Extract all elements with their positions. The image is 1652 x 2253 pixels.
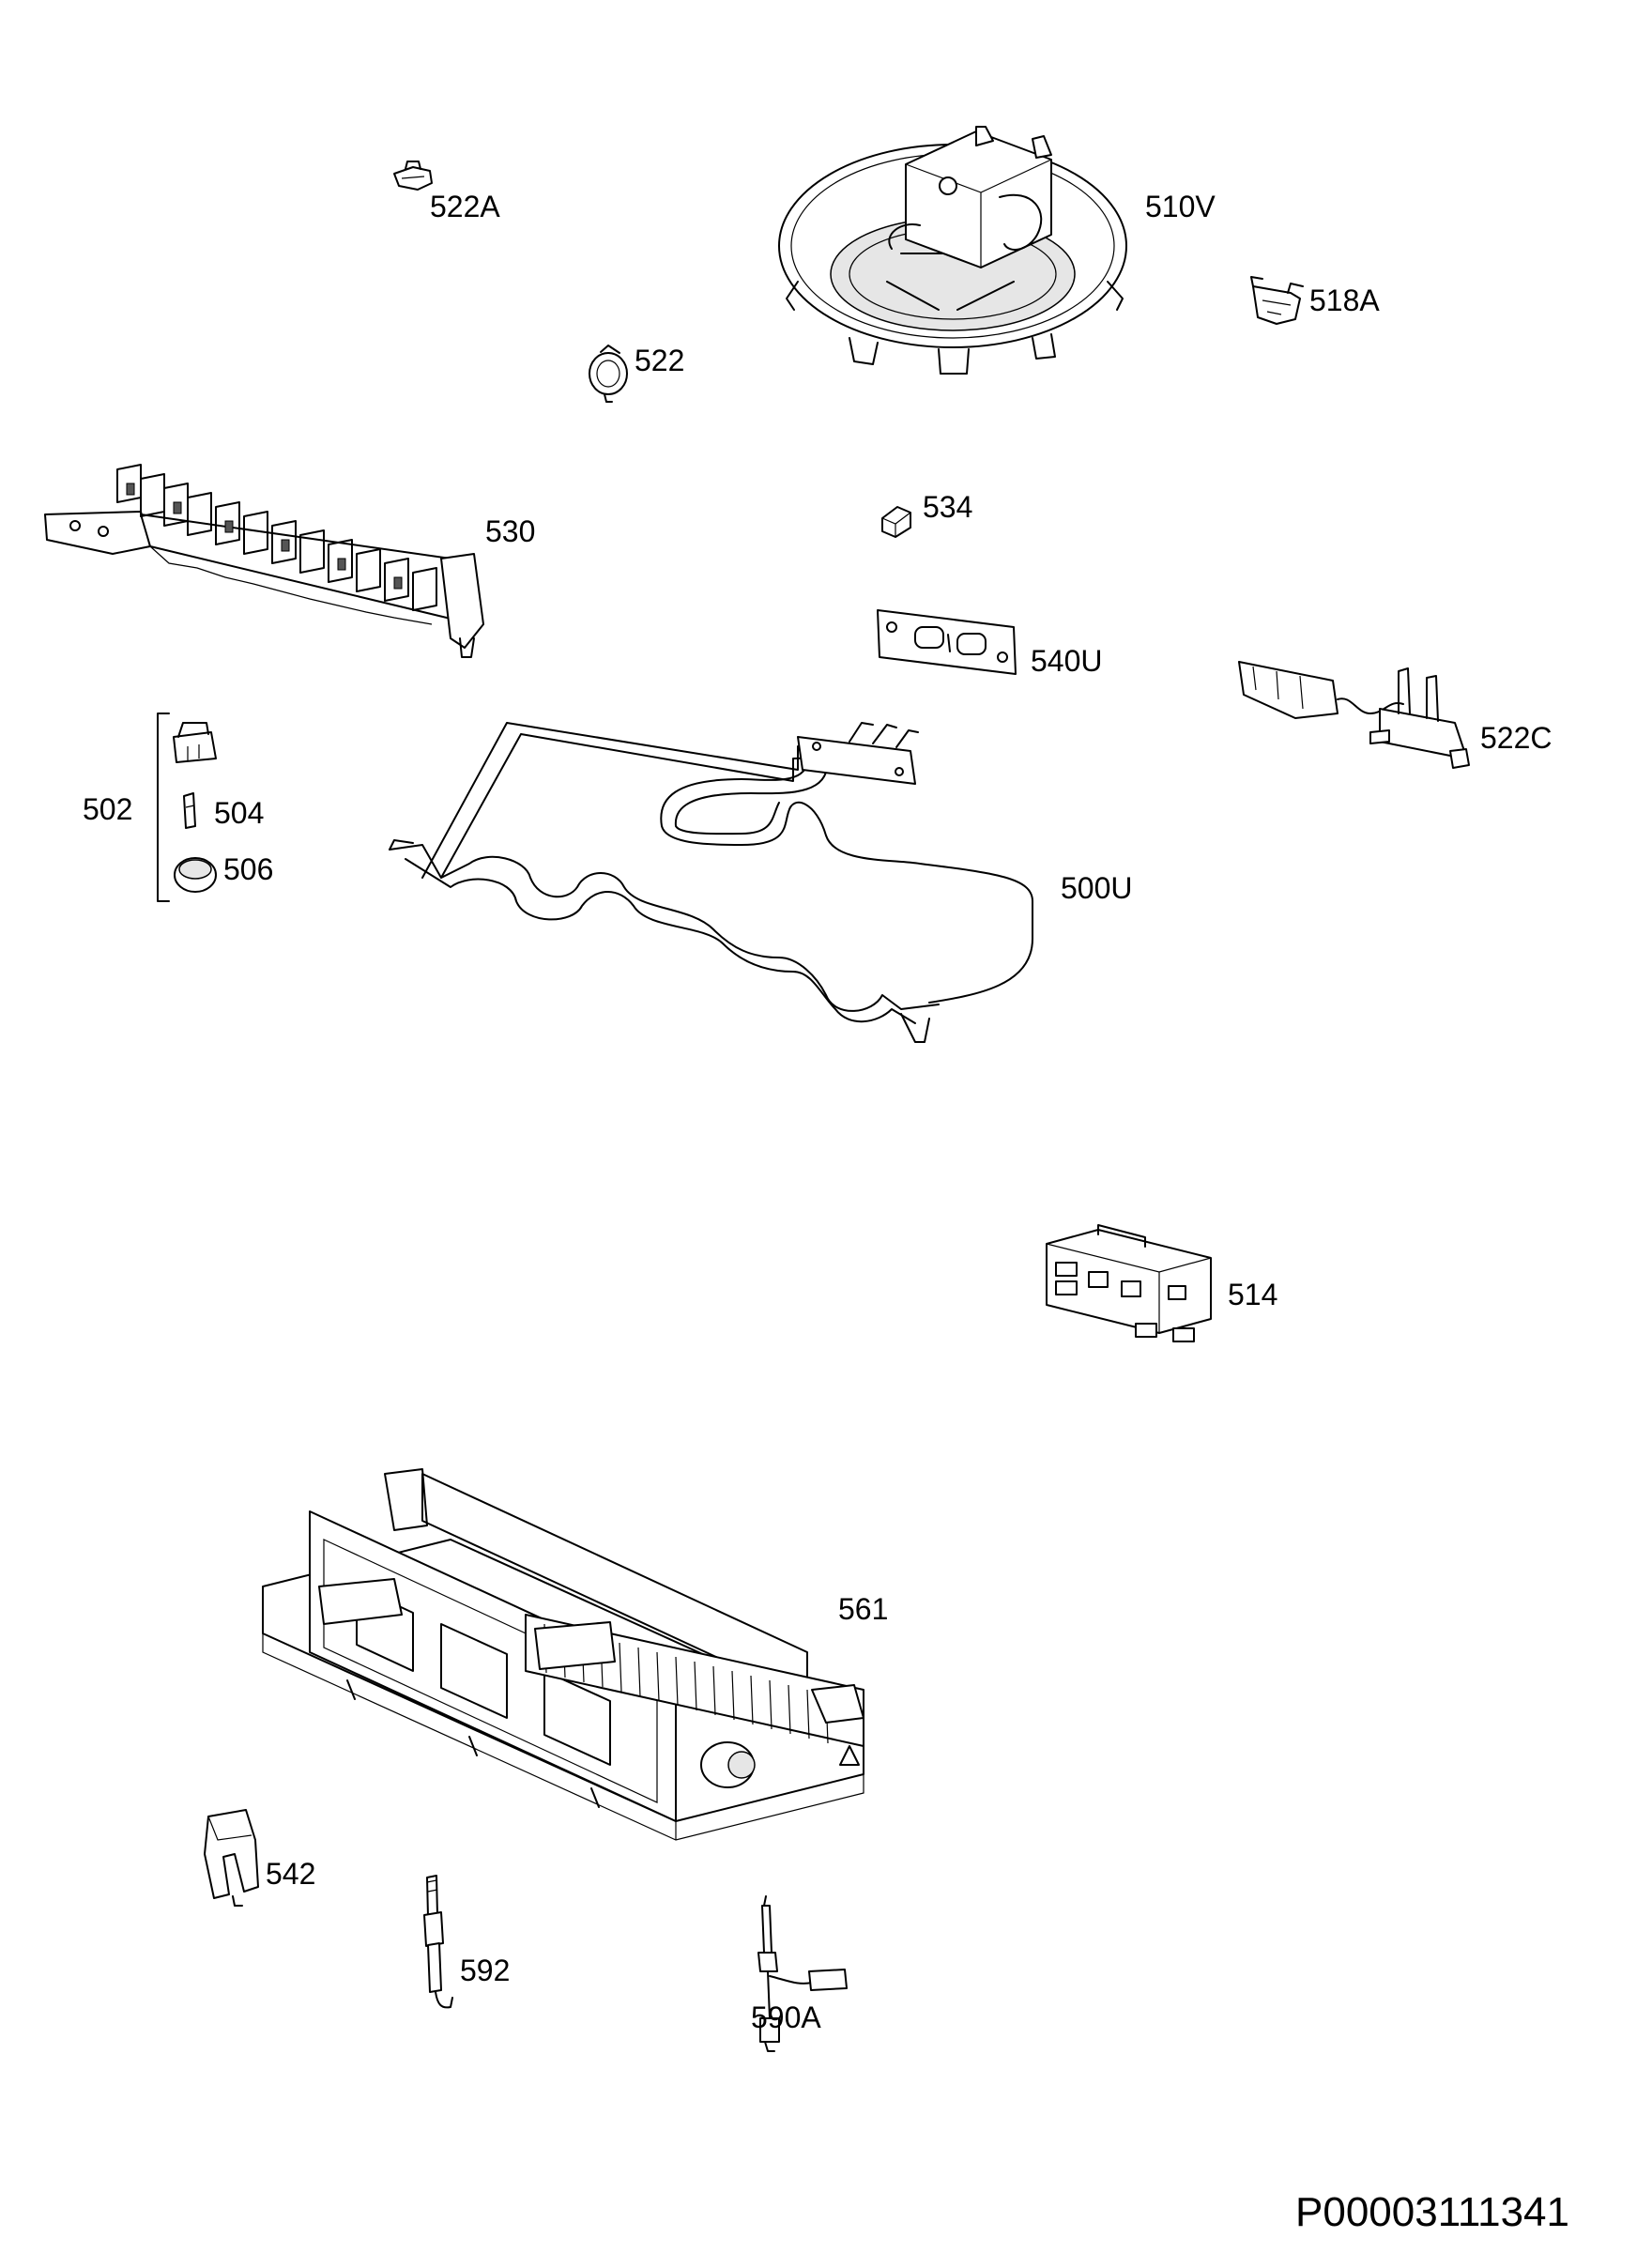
part-540U-gasket-drawing (877, 609, 1017, 675)
part-522C-drawing (1238, 661, 1470, 769)
label-504: 504 (214, 796, 265, 830)
label-590A: 590A (751, 2000, 821, 2034)
part-590A-thermocouple-drawing (757, 1895, 848, 2052)
part-592-electrode-drawing (423, 1875, 453, 2009)
part-514-ignition-module-drawing (1046, 1224, 1212, 1342)
label-522A: 522A (430, 190, 500, 223)
part-534-drawing (881, 506, 911, 538)
label-542: 542 (266, 1857, 316, 1891)
label-561: 561 (838, 1592, 889, 1626)
part-561-burner-drawing (262, 1468, 864, 1841)
part-518A-drawing (1250, 276, 1304, 325)
label-514: 514 (1228, 1278, 1278, 1311)
label-522C: 522C (1480, 721, 1553, 755)
label-502: 502 (83, 792, 133, 826)
part-522-drawing (589, 345, 628, 403)
part-500U-heating-element-drawing (389, 722, 1033, 1043)
label-500U: 500U (1061, 871, 1133, 905)
label-592: 592 (460, 1954, 511, 1987)
part-522A-drawing (393, 161, 433, 191)
label-522: 522 (635, 344, 685, 377)
part-530-terminal-block-drawing (44, 464, 484, 658)
label-510V: 510V (1145, 190, 1216, 223)
label-518A: 518A (1309, 284, 1380, 317)
part-542-clip-drawing (204, 1809, 259, 1907)
document-number: P00003111341 (1295, 2189, 1569, 2235)
label-534: 534 (923, 490, 973, 524)
label-506: 506 (223, 852, 274, 886)
label-540U: 540U (1031, 644, 1103, 678)
part-510V-fan-motor-drawing (778, 126, 1127, 375)
label-530: 530 (485, 514, 536, 548)
part-502-group-drawing (157, 713, 217, 902)
